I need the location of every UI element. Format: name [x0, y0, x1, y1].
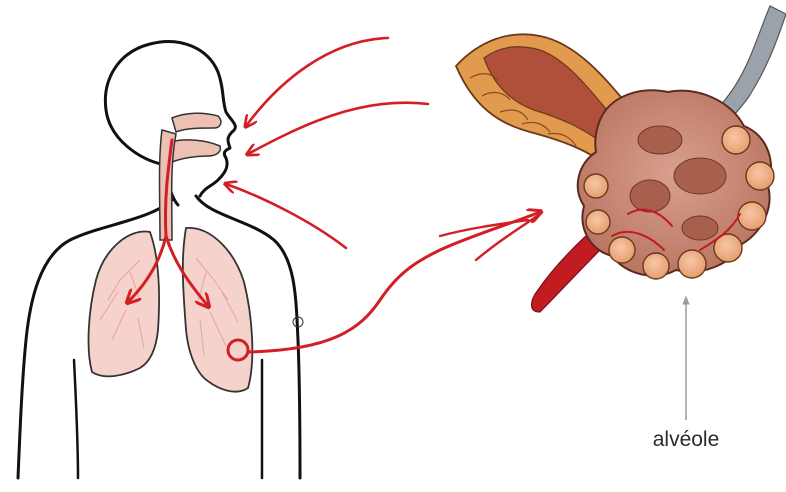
left-lung: [89, 232, 160, 377]
zoom-connector-arrow: [248, 212, 540, 352]
alveolus-closeup: [456, 6, 786, 312]
left-arm-line: [74, 360, 78, 478]
zoom-connector-lines: [440, 214, 540, 260]
inhalation-arrows: [226, 38, 428, 248]
nasal-cavity: [172, 113, 221, 132]
inhale-arrow-3: [226, 184, 346, 248]
alveolus-label: alvéole: [653, 428, 720, 451]
inhale-arrow-1: [246, 38, 388, 126]
oral-cavity: [170, 140, 220, 162]
alveolus-annotation: alvéole: [653, 300, 720, 451]
inhale-arrow-2: [248, 103, 428, 154]
right-lung: [183, 228, 253, 392]
